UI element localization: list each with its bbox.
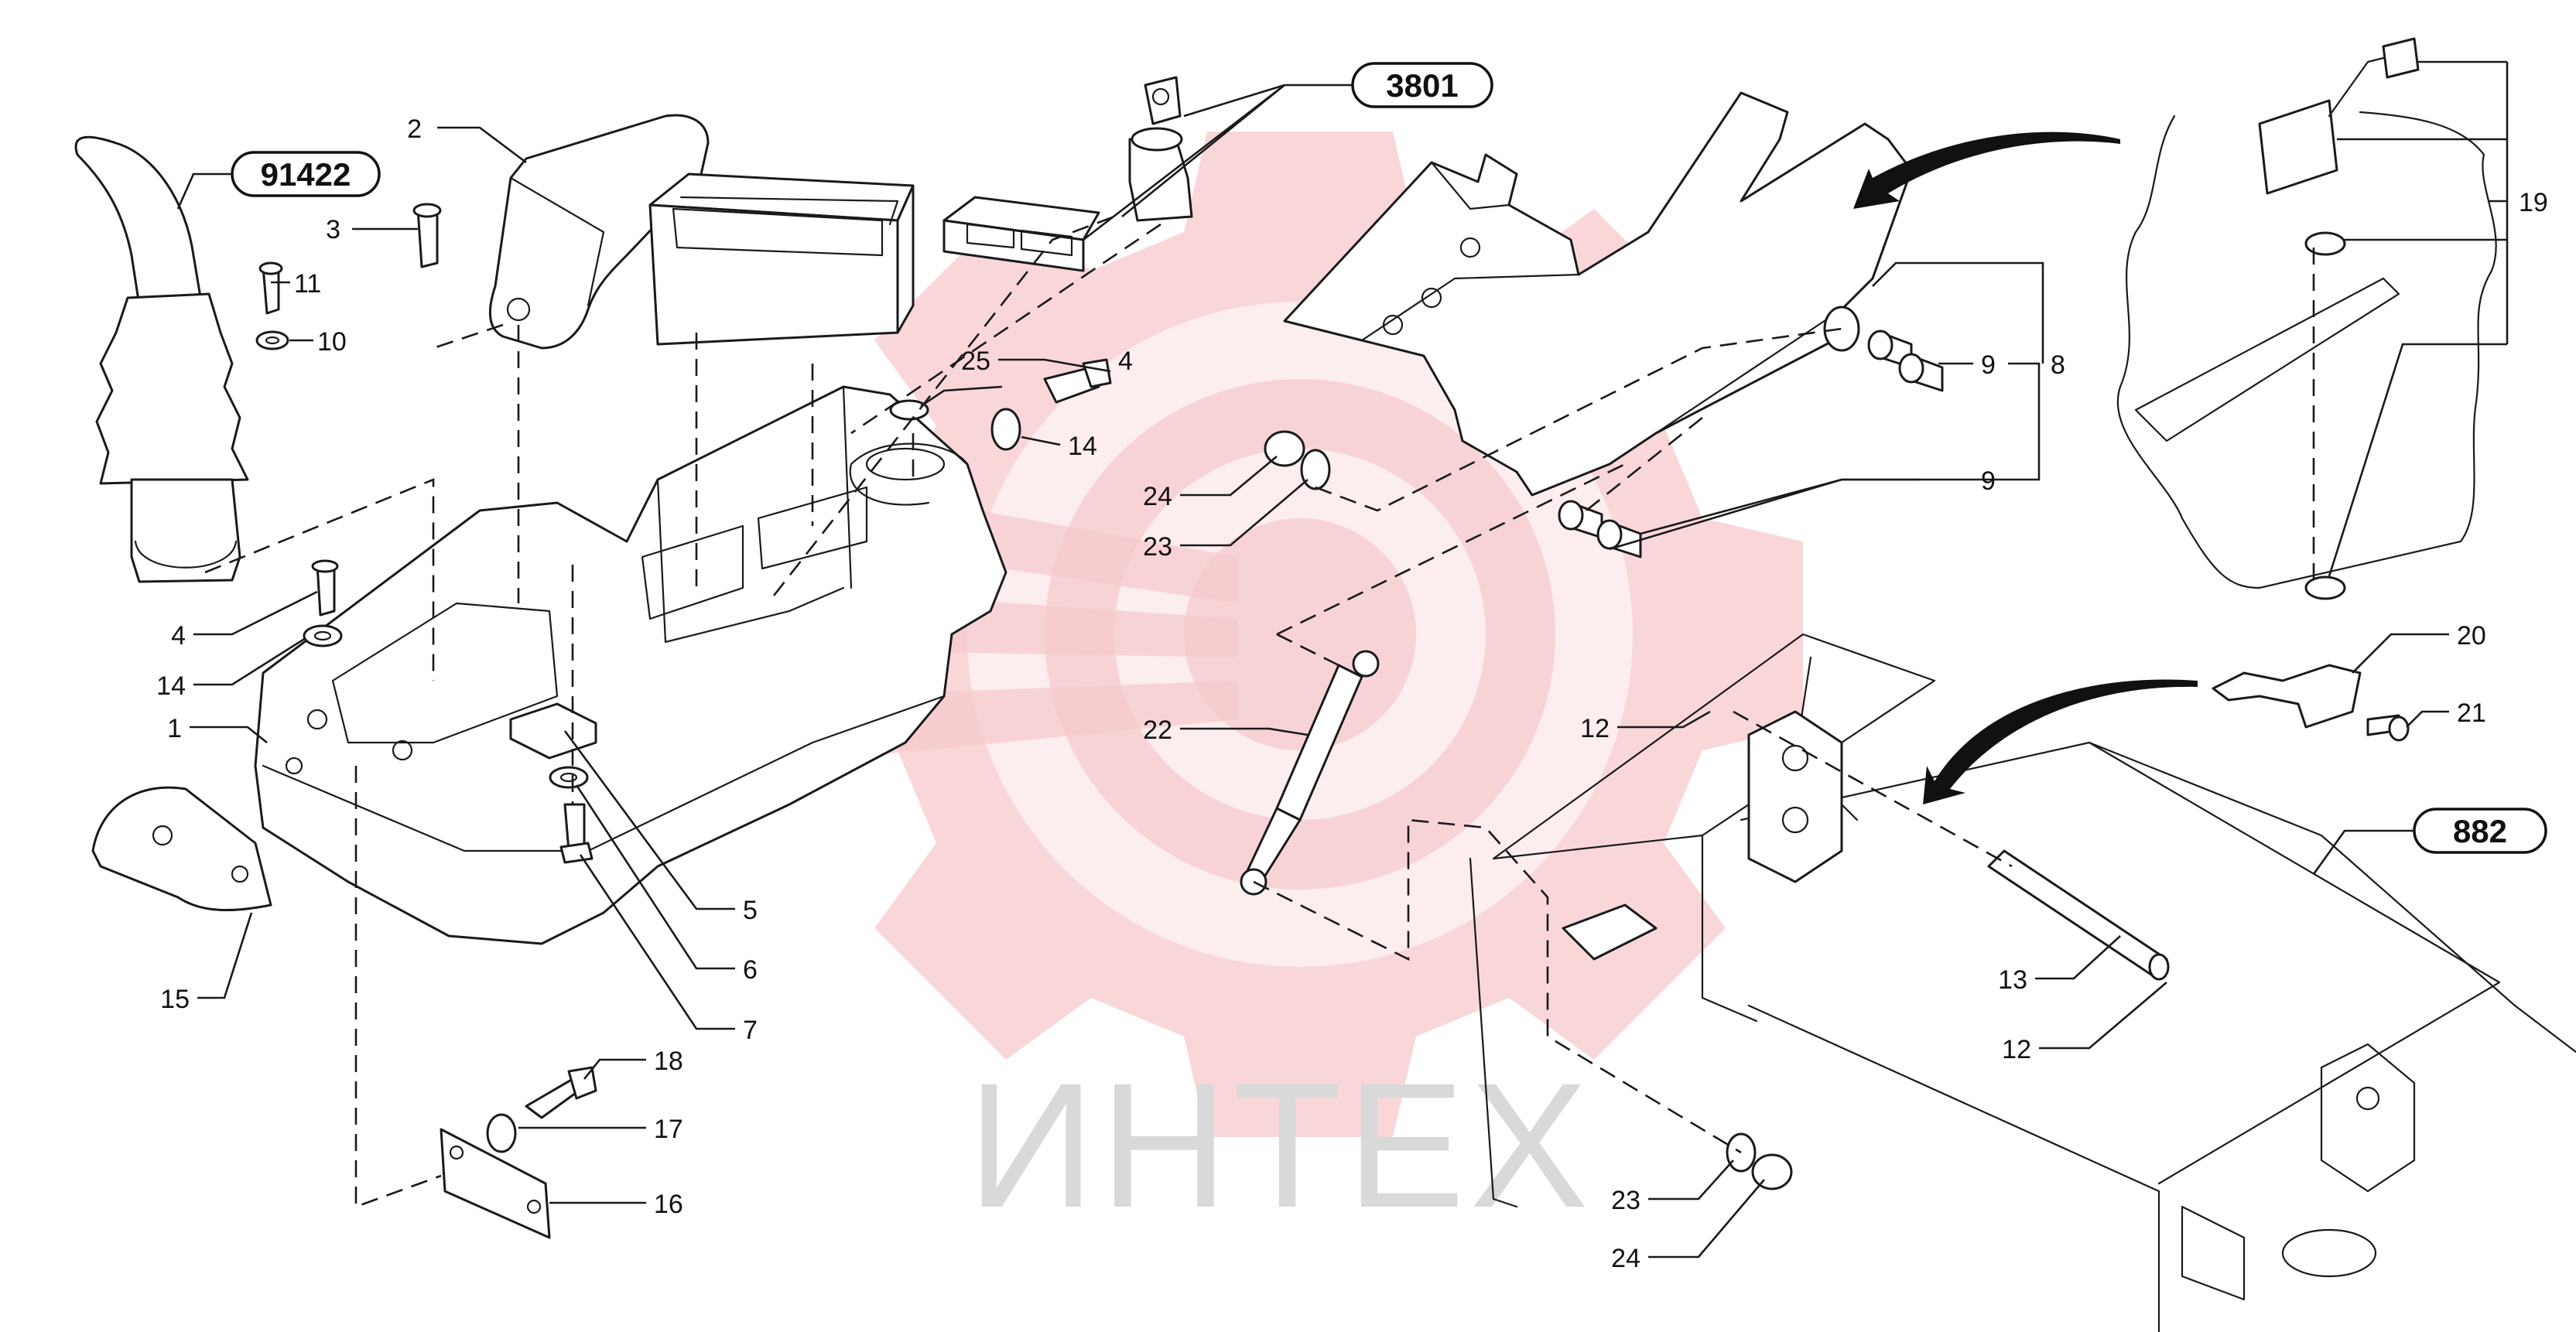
watermark-text: ИНТЕХ bbox=[967, 1046, 1593, 1245]
inset-detail-19 bbox=[2116, 37, 2497, 600]
callout-1: 1 bbox=[167, 714, 182, 743]
callout-17: 17 bbox=[654, 1115, 683, 1144]
frame-part-882 bbox=[1469, 633, 2576, 1332]
assembly-lines bbox=[204, 215, 2315, 1208]
svg-text:91422: 91422 bbox=[261, 156, 351, 193]
callout-leaders bbox=[190, 60, 2509, 1259]
callout-10: 10 bbox=[317, 327, 347, 357]
callout-23-top: 23 bbox=[1143, 532, 1172, 562]
small-bracket-part-20 bbox=[2212, 664, 2410, 742]
callout-6: 6 bbox=[743, 955, 758, 985]
callout-4-top: 4 bbox=[1118, 347, 1133, 376]
callout-5: 5 bbox=[743, 896, 758, 925]
console-housing-part-1 bbox=[254, 385, 1007, 945]
gas-strut-part-22 bbox=[1240, 650, 1380, 896]
support-bracket-part-8 bbox=[1283, 91, 1944, 558]
callout-24-bottom: 24 bbox=[1611, 1244, 1640, 1273]
callout-12-ring: 12 bbox=[1580, 714, 1610, 743]
callout-11: 11 bbox=[294, 269, 321, 299]
switch-panel bbox=[942, 196, 1100, 272]
armrest-cover-part-2 bbox=[488, 114, 710, 350]
hand-rest-part-15 bbox=[91, 786, 272, 912]
ref-box-3801: 3801 bbox=[1083, 62, 1493, 241]
callout-22: 22 bbox=[1143, 716, 1172, 745]
ref-box-882: 882 bbox=[2312, 808, 2547, 875]
callout-18: 18 bbox=[654, 1047, 683, 1076]
callout-21: 21 bbox=[2457, 698, 2486, 728]
callout-8: 8 bbox=[2051, 350, 2065, 380]
callout-2: 2 bbox=[407, 114, 422, 144]
callout-20: 20 bbox=[2457, 621, 2486, 651]
callout-23-bottom: 23 bbox=[1611, 1186, 1640, 1215]
callout-4-left: 4 bbox=[171, 621, 186, 651]
ignition-key-switch bbox=[1128, 76, 1193, 222]
svg-text:3801: 3801 bbox=[1386, 67, 1458, 104]
callout-13: 13 bbox=[1998, 965, 2027, 995]
callout-9-top: 9 bbox=[1981, 350, 1996, 380]
svg-text:882: 882 bbox=[2453, 813, 2507, 849]
callout-24-top: 24 bbox=[1143, 482, 1172, 511]
curved-arrow-icon-top bbox=[1853, 131, 2120, 209]
callout-16: 16 bbox=[654, 1190, 683, 1219]
callout-12-pin: 12 bbox=[2002, 1035, 2031, 1064]
callout-3: 3 bbox=[326, 215, 340, 244]
instrument-panel bbox=[648, 172, 915, 346]
callout-7: 7 bbox=[743, 1016, 758, 1045]
callout-numbers: 2 3 11 10 4 14 1 15 5 6 7 18 17 16 25 4 … bbox=[156, 114, 2548, 1273]
callout-14-left: 14 bbox=[156, 671, 186, 701]
callout-19: 19 bbox=[2519, 188, 2548, 217]
joystick-assembly bbox=[74, 135, 249, 583]
callout-14-top: 14 bbox=[1068, 432, 1097, 461]
ref-box-91422: 91422 bbox=[176, 151, 381, 210]
callout-15: 15 bbox=[160, 985, 190, 1014]
callout-25: 25 bbox=[961, 347, 990, 376]
curved-arrow-icon-bottom bbox=[1923, 679, 2198, 804]
callout-9-bottom: 9 bbox=[1981, 466, 1996, 496]
